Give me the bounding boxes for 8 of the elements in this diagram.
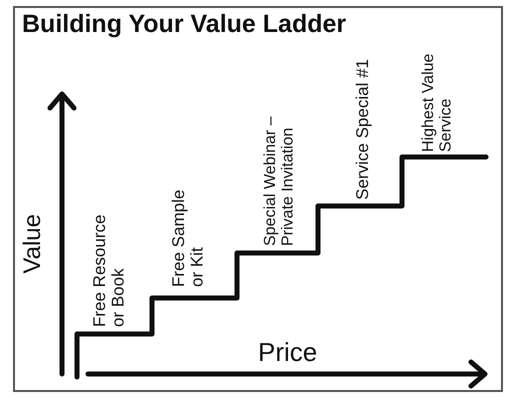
axis-label: Value xyxy=(20,214,46,274)
step-label: Special Webinar – Private Invitation xyxy=(262,115,298,246)
step-label: Free Resource or Book xyxy=(91,214,128,327)
axis-label: Price xyxy=(258,338,318,367)
step-label: Highest Value Service xyxy=(420,52,456,152)
step-label: Service Special #1 xyxy=(354,59,373,200)
step-label: Free Sample or Kit xyxy=(170,188,208,287)
diagram-title: Building Your Value Ladder xyxy=(22,10,346,39)
